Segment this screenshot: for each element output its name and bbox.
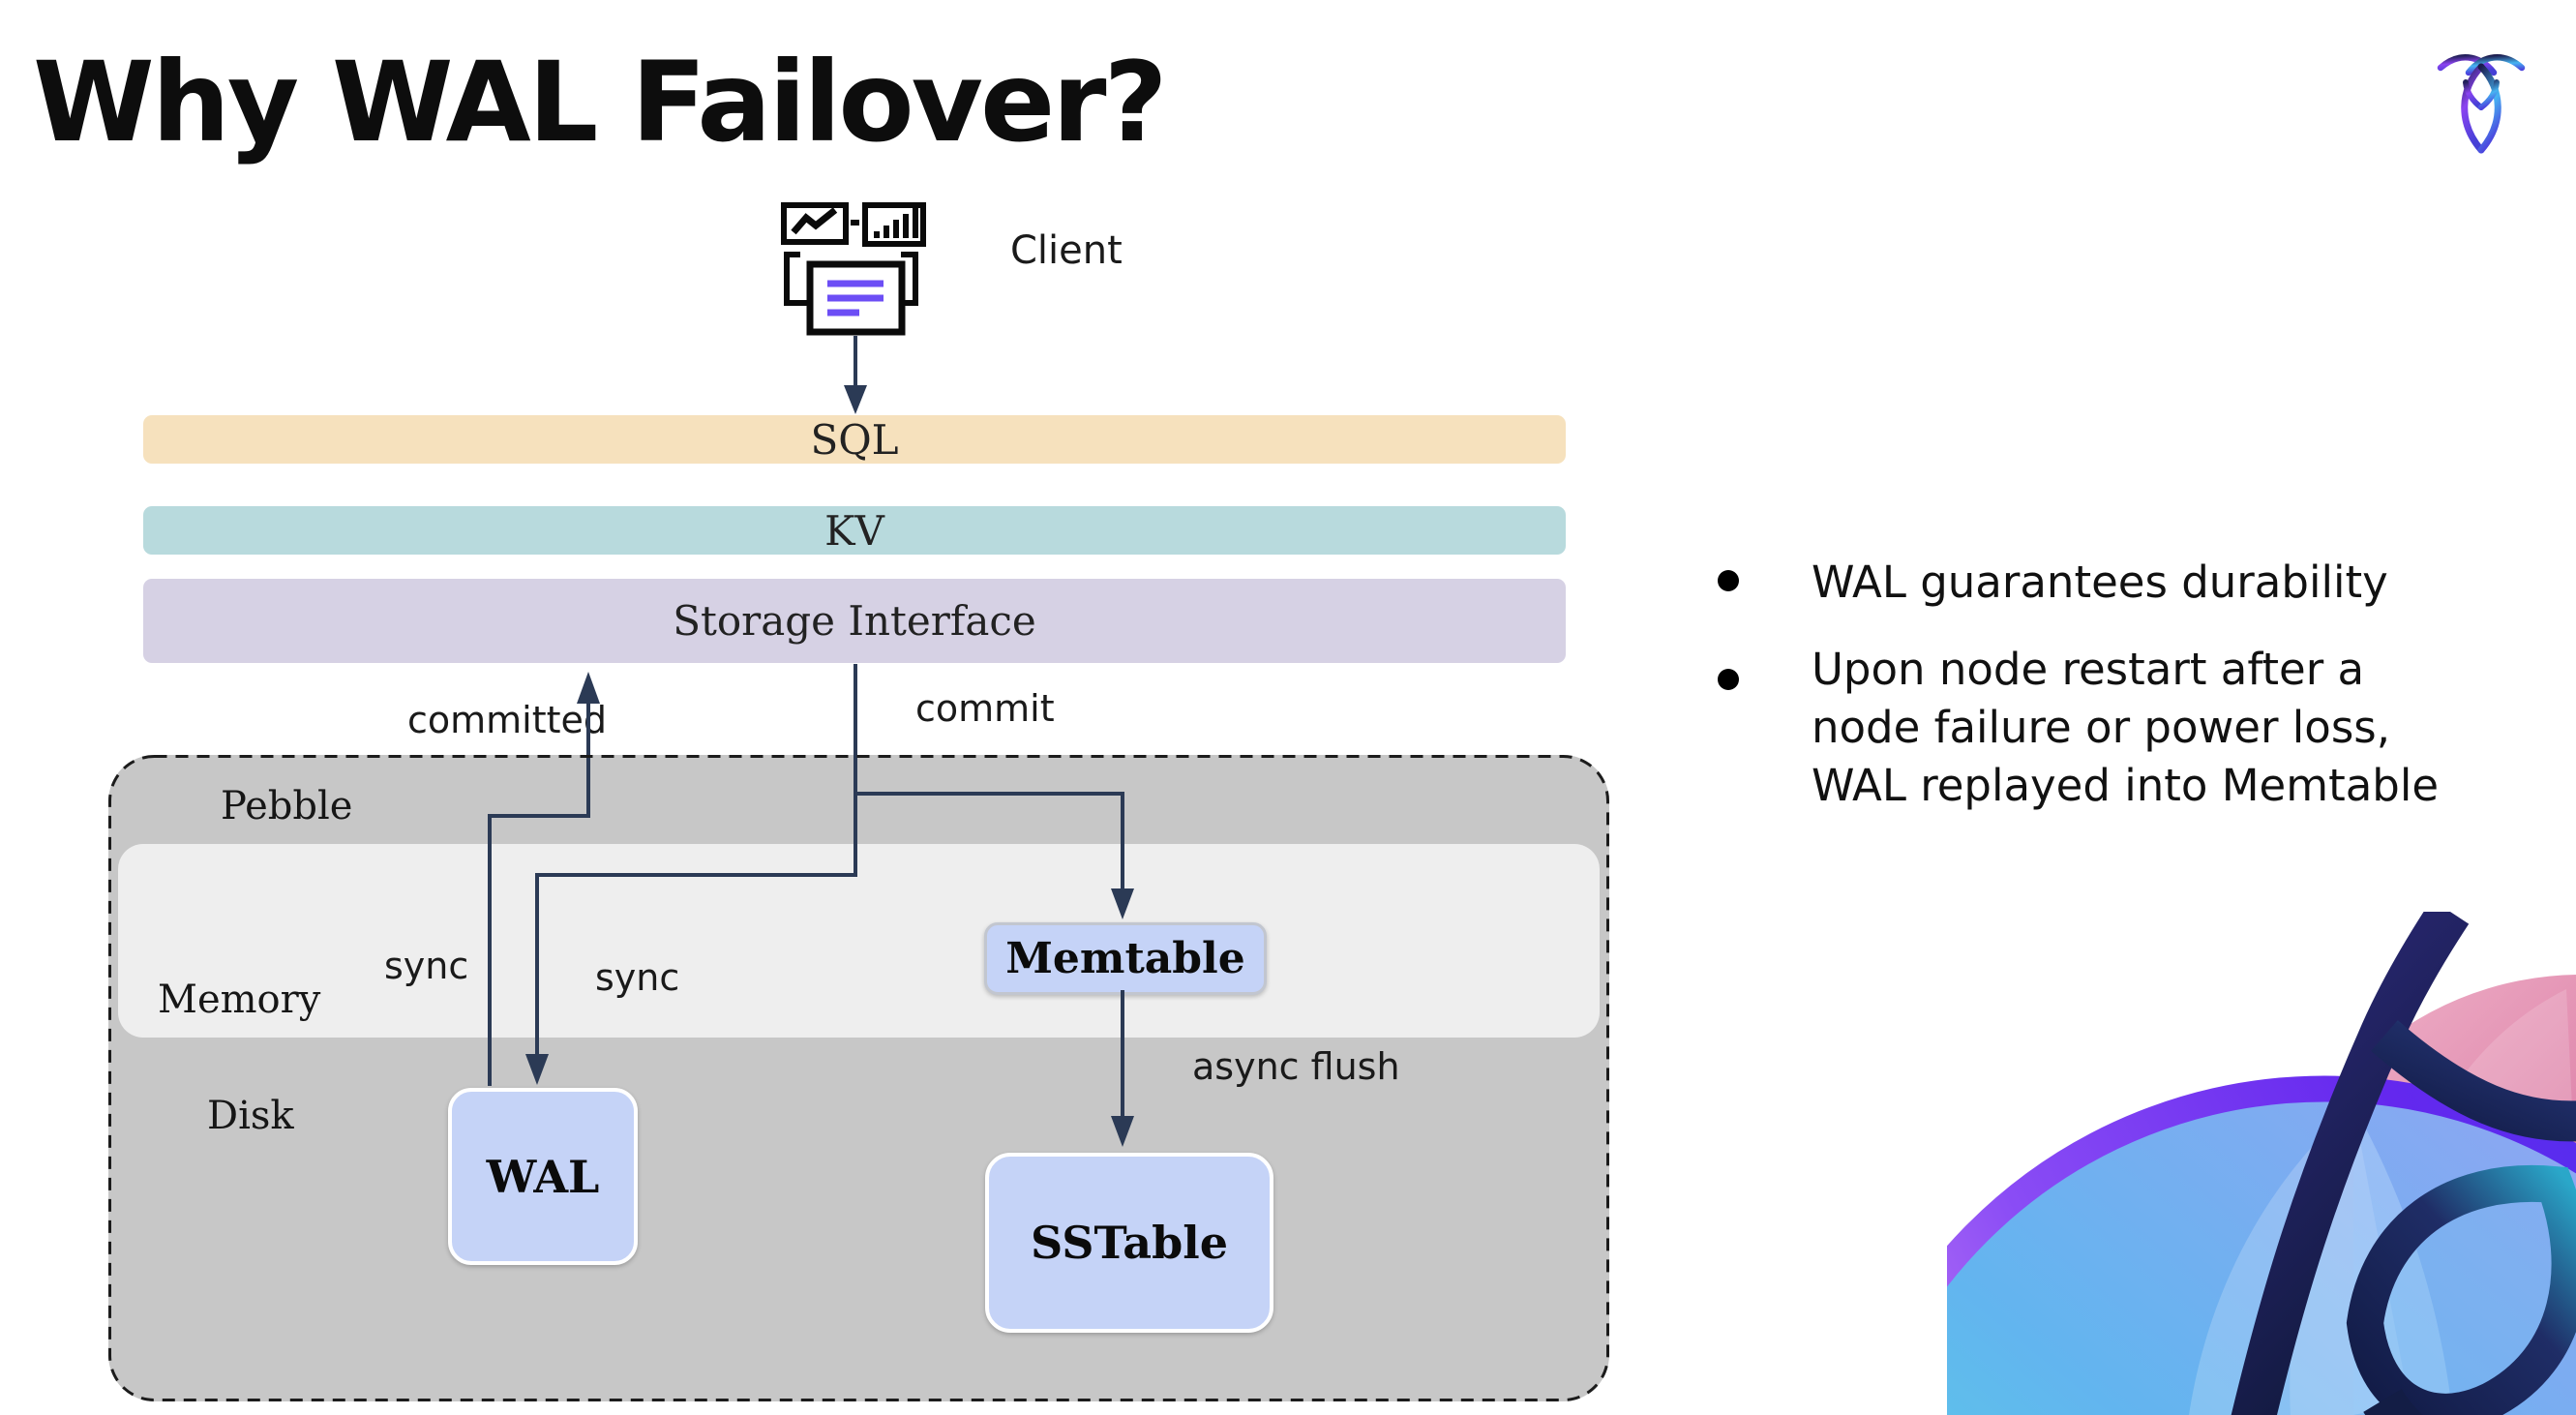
disk-region-label: Disk bbox=[207, 1094, 294, 1138]
client-label: Client bbox=[1010, 228, 1123, 273]
cockroachdb-logo-icon bbox=[2437, 54, 2526, 154]
bullet-dot bbox=[1718, 570, 1739, 591]
wal-node-label: WAL bbox=[486, 1150, 600, 1203]
bullet-line: Upon node restart after a bbox=[1812, 644, 2365, 695]
bullet-item-durability: WAL guarantees durability bbox=[1812, 554, 2388, 612]
page-title: Why WAL Failover? bbox=[33, 38, 1168, 166]
client-workstation-icon bbox=[781, 202, 926, 336]
arrowhead-into-sql bbox=[844, 385, 867, 414]
memtable-node: Memtable bbox=[984, 922, 1267, 995]
layer-bar-storage-interface-label: Storage Interface bbox=[673, 597, 1036, 645]
bullet-line: node failure or power loss, bbox=[1812, 702, 2391, 753]
memory-region bbox=[118, 844, 1600, 1038]
bullet-line: WAL replayed into Memtable bbox=[1812, 760, 2440, 811]
wal-node: WAL bbox=[448, 1088, 638, 1265]
bullet-line: WAL guarantees durability bbox=[1812, 557, 2388, 608]
layer-bar-sql-label: SQL bbox=[810, 415, 899, 464]
sstable-node: SSTable bbox=[985, 1153, 1273, 1333]
edge-label-sync-right: sync bbox=[595, 956, 680, 999]
bullet-item-replay: Upon node restart after a node failure o… bbox=[1812, 641, 2439, 815]
cockroachdb-brand-illustration bbox=[1947, 912, 2576, 1415]
bullet-dot bbox=[1718, 669, 1739, 690]
edge-label-committed: committed bbox=[407, 699, 608, 741]
edge-label-async-flush: async flush bbox=[1192, 1045, 1400, 1088]
layer-bar-sql: SQL bbox=[143, 415, 1566, 464]
layer-bar-kv: KV bbox=[143, 506, 1566, 555]
pebble-label: Pebble bbox=[221, 784, 353, 828]
sstable-node-label: SSTable bbox=[1031, 1217, 1228, 1269]
memtable-node-label: Memtable bbox=[1005, 934, 1245, 983]
layer-bar-kv-label: KV bbox=[824, 506, 884, 555]
layer-bar-storage-interface: Storage Interface bbox=[143, 579, 1566, 663]
edge-label-commit: commit bbox=[915, 687, 1055, 730]
edge-label-sync-left: sync bbox=[384, 945, 469, 987]
memory-region-label: Memory bbox=[158, 978, 321, 1022]
